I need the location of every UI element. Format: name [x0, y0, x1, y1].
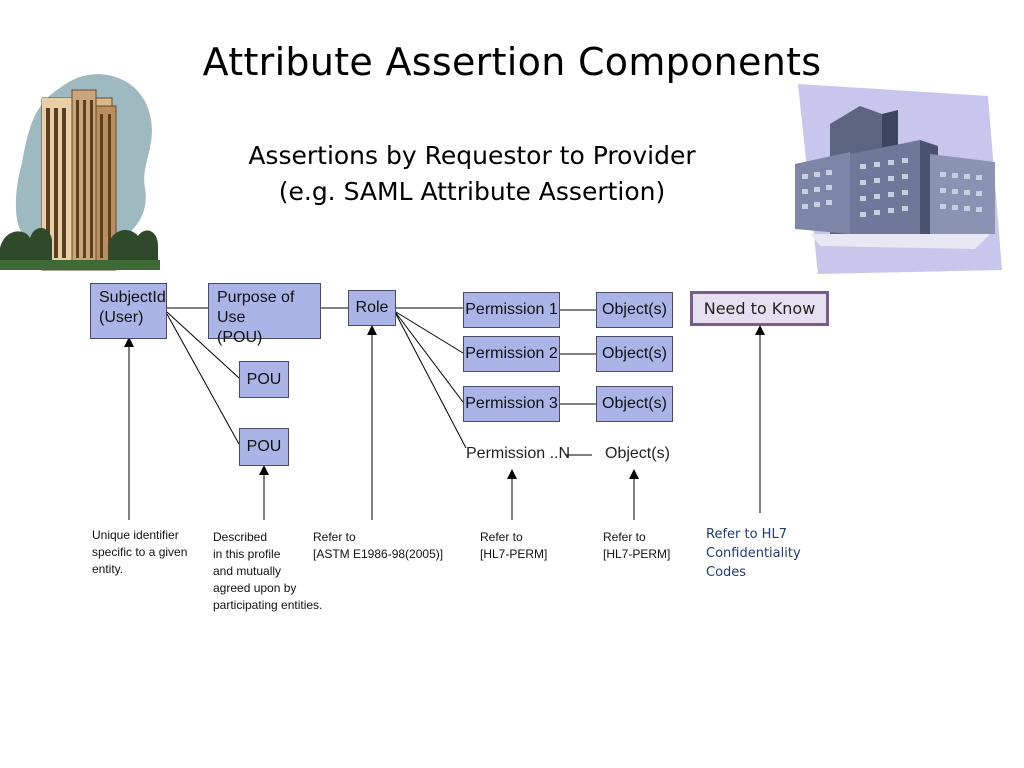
object-note: Refer to [HL7-PERM]	[603, 529, 670, 563]
role-note-line-2: [ASTM E1986-98(2005)]	[313, 547, 444, 561]
pou-note-line-5: participating entities.	[213, 598, 323, 612]
pou-abbrev-label: (POU)	[217, 329, 263, 346]
object-note-line-2: [HL7-PERM]	[603, 547, 671, 561]
permission-3-box: Permission 3	[463, 386, 560, 422]
subject-note-line-1: Unique identifier	[92, 528, 179, 542]
object-1-box: Object(s)	[596, 292, 673, 328]
pou-box-1: POU	[239, 361, 289, 398]
pou-note-line-3: and mutually	[213, 564, 282, 578]
role-note-line-1: Refer to	[313, 530, 356, 544]
permission-note-line-1: Refer to	[480, 530, 523, 544]
object-n-label: Object(s)	[605, 445, 670, 462]
need-to-know-note: Refer to HL7 Confidentiality Codes	[706, 525, 801, 582]
object-note-line-1: Refer to	[603, 530, 646, 544]
purpose-of-use-box: Purpose of Use (POU)	[208, 283, 321, 346]
subject-id-label: SubjectId	[99, 289, 166, 306]
permission-note-line-2: [HL7-PERM]	[480, 547, 548, 561]
permission-1-box: Permission 1	[463, 292, 560, 328]
need-to-know-box: Need to Know	[690, 291, 829, 326]
pou-note: Described in this profile and mutually a…	[213, 529, 322, 614]
permission-note: Refer to [HL7-PERM]	[480, 529, 547, 563]
need-to-know-note-line-3: Codes	[706, 565, 747, 580]
role-box: Role	[348, 290, 396, 326]
permission-2-box: Permission 2	[463, 336, 560, 372]
pou-note-line-4: agreed upon by	[213, 581, 297, 595]
need-to-know-note-line-1: Refer to HL7	[706, 527, 787, 542]
pou-box-2: POU	[239, 428, 289, 466]
object-3-box: Object(s)	[596, 386, 673, 422]
pou-note-line-1: Described	[213, 530, 268, 544]
subject-note-line-3: entity.	[92, 562, 124, 576]
permission-n-label: Permission ..N	[466, 445, 571, 462]
subject-id-box: SubjectId (User)	[90, 283, 167, 339]
subject-user-label: (User)	[99, 309, 144, 326]
purpose-of-use-label: Purpose of Use	[217, 289, 295, 326]
object-2-box: Object(s)	[596, 336, 673, 372]
role-note: Refer to [ASTM E1986-98(2005)]	[313, 529, 443, 563]
office-buildings-image	[795, 84, 1002, 274]
page-title: Attribute Assertion Components	[202, 40, 822, 84]
subtitle-line-2: (e.g. SAML Attribute Assertion)	[278, 177, 666, 206]
subject-note-line-2: specific to a given	[92, 545, 188, 559]
need-to-know-note-line-2: Confidentiality	[706, 546, 801, 561]
subtitle-line-1: Assertions by Requestor to Provider	[248, 141, 696, 170]
subject-note: Unique identifier specific to a given en…	[92, 527, 187, 578]
page-subtitle: Assertions by Requestor to Provider (e.g…	[212, 138, 732, 210]
pou-note-line-2: in this profile	[213, 547, 281, 561]
apartment-tower-image	[0, 74, 160, 271]
